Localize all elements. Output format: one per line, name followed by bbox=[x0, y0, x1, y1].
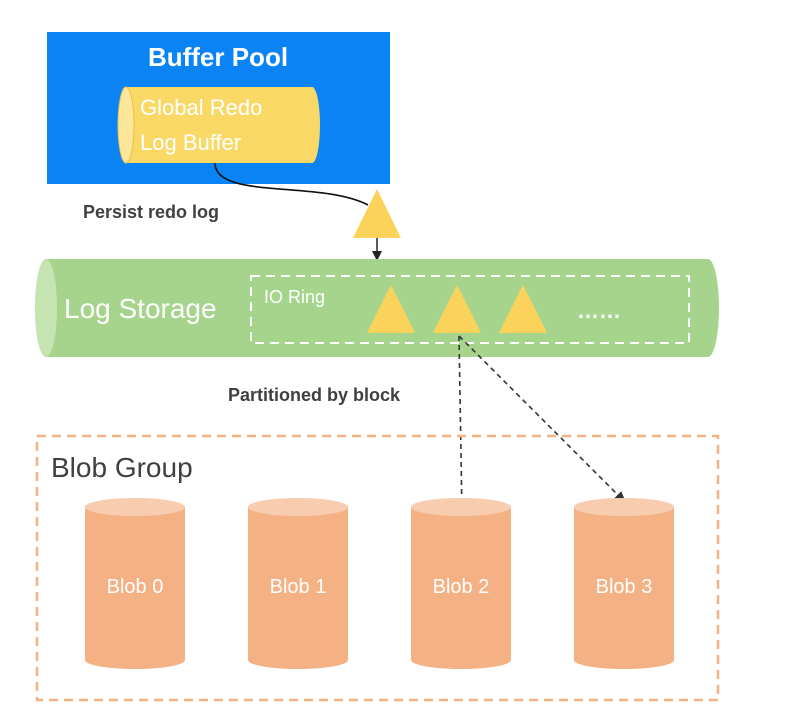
io-ring-block-triangle-3 bbox=[499, 285, 547, 333]
persist-connector-curve bbox=[214, 162, 369, 206]
io-ring-ellipsis: …… bbox=[577, 298, 621, 323]
buffer-pool-title: Buffer Pool bbox=[148, 42, 288, 72]
log-storage-label: Log Storage bbox=[64, 293, 217, 324]
partition-arrow-blob-2 bbox=[456, 335, 467, 520]
partition-arrow-blob-3 bbox=[458, 335, 627, 504]
blob-label: Blob 2 bbox=[433, 576, 490, 598]
blob-group-box bbox=[35, 434, 720, 702]
blob-group: Blob Group bbox=[35, 434, 720, 702]
partitioned-by-block-label: Partitioned by block bbox=[228, 385, 401, 405]
io-ring-block-triangle-2 bbox=[433, 285, 481, 333]
log-buffer-label-line1: Global Redo bbox=[140, 95, 262, 120]
io-ring: IO Ring …… bbox=[250, 275, 690, 344]
blob-label: Blob 1 bbox=[270, 576, 327, 598]
redo-block-triangle bbox=[353, 189, 401, 238]
io-ring-label: IO Ring bbox=[264, 287, 325, 307]
blob-1: Blob 1 bbox=[248, 498, 348, 669]
blob-group-title: Blob Group bbox=[51, 452, 193, 483]
log-storage: Log Storage bbox=[35, 259, 719, 357]
blob-label: Blob 0 bbox=[107, 576, 164, 598]
blob-label: Blob 3 bbox=[596, 576, 653, 598]
blob-3: Blob 3 bbox=[574, 498, 674, 669]
io-ring-block-triangle-1 bbox=[367, 285, 415, 333]
blob-0: Blob 0 bbox=[85, 498, 185, 669]
persist-redo-log-label: Persist redo log bbox=[83, 202, 219, 222]
log-buffer-label-line2: Log Buffer bbox=[140, 130, 241, 155]
io-ring-box bbox=[250, 275, 690, 344]
blob-2: Blob 2 bbox=[411, 498, 511, 669]
global-redo-log-buffer: Global Redo Log Buffer bbox=[117, 86, 320, 164]
